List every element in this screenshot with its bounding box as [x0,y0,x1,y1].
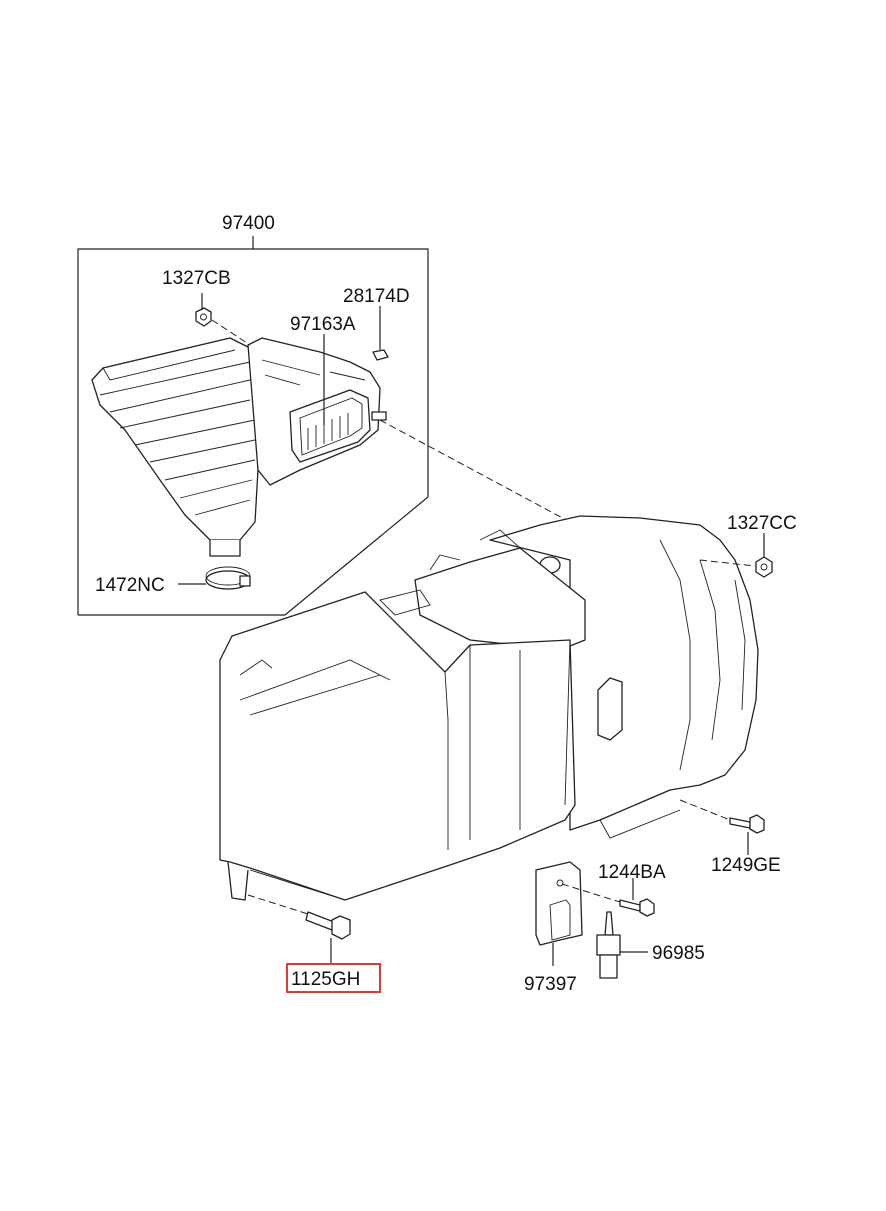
label-1244BA[interactable]: 1244BA [598,862,666,883]
label-28174D[interactable]: 28174D [343,286,410,307]
sensor-96985-icon [596,911,621,979]
label-1249GE[interactable]: 1249GE [711,855,781,876]
nut-1327CB-icon [195,307,212,327]
label-1327CC[interactable]: 1327CC [727,513,797,534]
label-97397[interactable]: 97397 [524,974,577,995]
clamp-1472NC-icon [205,566,251,590]
bolt-1125GH-icon [305,911,351,940]
label-97163A[interactable]: 97163A [290,314,356,335]
label-97400[interactable]: 97400 [222,213,275,234]
label-1125GH[interactable]: 1125GH [291,969,360,990]
clip-28174D-icon [372,349,389,361]
highlight-box-1125GH [286,963,381,993]
bracket-97397-icon [535,861,583,946]
nut-1327CC-icon [755,556,773,578]
screw-1244BA-icon [619,898,655,917]
label-1472NC[interactable]: 1472NC [95,575,165,596]
subassembly-97400-frame [77,236,429,616]
label-96985[interactable]: 96985 [652,943,705,964]
label-1327CB[interactable]: 1327CB [162,268,231,289]
screw-1249GE-icon [729,814,765,834]
intake-duct-drawing [91,337,387,557]
heater-unit-drawing [219,515,759,901]
